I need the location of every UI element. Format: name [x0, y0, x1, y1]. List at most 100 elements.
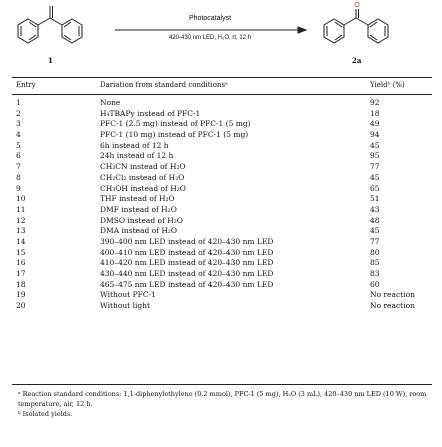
table-row: 17 430–440 nm LED instead of 420–430 nm L… — [0, 269, 442, 280]
product-oxygen-atom: O — [354, 2, 360, 9]
cell-yield: 45 — [370, 226, 380, 236]
table-row: 7 CH₃CN instead of H₂O 77 — [0, 162, 442, 173]
cell-entry: 15 — [16, 247, 26, 257]
cell-variation: 430–440 nm LED instead of 420–430 nm LED — [100, 269, 274, 278]
cell-yield: 45 — [370, 140, 380, 150]
table-row: 1 None 92 — [0, 98, 442, 109]
product-label: 2a — [352, 56, 362, 65]
table-row: 16 410–420 nm LED instead of 420–430 nm L… — [0, 258, 442, 269]
cell-entry: 9 — [16, 183, 21, 193]
cell-yield: 60 — [370, 279, 380, 289]
cell-yield: No reaction — [370, 301, 415, 311]
cell-yield: 92 — [370, 98, 380, 107]
cell-variation: Without PFC-1 — [100, 290, 156, 300]
cell-yield: 85 — [370, 258, 380, 268]
cell-entry: 20 — [16, 301, 26, 311]
cell-entry: 2 — [16, 108, 21, 118]
cell-entry: 11 — [16, 204, 26, 214]
footnote-a: ᵃ Reaction standard conditions: 1,1-diph… — [18, 390, 427, 408]
cell-entry: 7 — [16, 162, 21, 172]
table-row: 2 H₄TBAPy instead of PFC-1 18 — [0, 109, 442, 120]
cell-variation: DMF instead of H₂O — [100, 204, 177, 214]
table-row: 18 465–475 nm LED instead of 420–430 nm L… — [0, 280, 442, 291]
cell-yield: 49 — [370, 119, 380, 129]
cell-entry: 5 — [16, 140, 21, 150]
reaction-scheme: O Photocatalyst 420-430 nm LED, H₂O, rt,… — [0, 0, 442, 70]
cell-entry: 17 — [16, 269, 26, 278]
table-row: 9 CH₃OH instead of H₂O 65 — [0, 184, 442, 195]
table-row: 6 24h instead of 12 h 95 — [0, 151, 442, 162]
cell-variation: 400–410 nm LED instead of 420–430 nm LED — [100, 247, 274, 257]
cell-yield: 51 — [370, 194, 380, 204]
cell-entry: 4 — [16, 130, 21, 140]
cell-variation: CH₂Cl₂ instead of H₂O — [100, 172, 185, 182]
cell-variation: PFC-1 (2.5 mg) instead of PFC-1 (5 mg) — [100, 119, 251, 129]
cell-yield: 80 — [370, 247, 380, 257]
header-entry: Entry — [16, 81, 36, 89]
table-row: 15 400–410 nm LED instead of 420–430 nm L… — [0, 248, 442, 259]
table-row: 12 DMSO instead of H₂O 48 — [0, 216, 442, 227]
cell-variation: 410–420 nm LED instead of 420–430 nm LED — [100, 258, 274, 268]
cell-entry: 13 — [16, 226, 26, 236]
product-structure — [323, 9, 389, 44]
cell-variation: THF instead of H₂O — [100, 194, 175, 204]
cell-variation: DMSO instead of H₂O — [100, 215, 183, 225]
cell-entry: 18 — [16, 279, 26, 289]
table-top-rule — [12, 77, 432, 78]
cell-yield: No reaction — [370, 290, 415, 300]
cell-yield: 45 — [370, 172, 380, 182]
cell-yield: 43 — [370, 204, 380, 214]
cell-variation: H₄TBAPy instead of PFC-1 — [100, 108, 201, 118]
cell-entry: 8 — [16, 172, 21, 182]
conditions-top: Photocatalyst — [188, 15, 232, 22]
cell-variation: 24h instead of 12 h — [100, 151, 174, 161]
cell-variation: CH₃OH instead of H₂O — [100, 183, 186, 193]
cell-variation: PFC-1 (10 mg) instead of PFC-1 (5 mg) — [100, 130, 249, 140]
cell-entry: 14 — [16, 236, 26, 246]
header-variation: Dariation from standard conditionsᵃ — [100, 81, 228, 89]
table-row: 4 PFC-1 (10 mg) instead of PFC-1 (5 mg) 94 — [0, 130, 442, 141]
footnote-b: ᵇ Isolated yields. — [18, 410, 73, 418]
cell-yield: 77 — [370, 162, 380, 172]
table-row: 20 Without light No reaction — [0, 301, 442, 312]
conditions-bottom: 420-430 nm LED, H₂O, rt, 12 h — [168, 35, 252, 41]
cell-variation: 465–475 nm LED instead of 420–430 nm LED — [100, 279, 274, 289]
table-row: 11 DMF instead of H₂O 43 — [0, 205, 442, 216]
cell-variation: 390–400 nm LED instead of 420–430 nm LED — [100, 236, 274, 246]
cell-yield: 18 — [370, 108, 380, 118]
table-row: 3 PFC-1 (2.5 mg) instead of PFC-1 (5 mg) 4… — [0, 119, 442, 130]
table-row: 14 390–400 nm LED instead of 420–430 nm L… — [0, 237, 442, 248]
table-row: 10 THF instead of H₂O 51 — [0, 194, 442, 205]
cell-yield: 95 — [370, 151, 380, 161]
cell-yield: 94 — [370, 130, 380, 140]
table-row: 8 CH₂Cl₂ instead of H₂O 45 — [0, 173, 442, 184]
cell-variation: 6h instead of 12 h — [100, 140, 169, 150]
cell-entry: 16 — [16, 258, 26, 268]
table-row: 5 6h instead of 12 h 45 — [0, 141, 442, 152]
cell-entry: 19 — [16, 290, 26, 300]
cell-yield: 77 — [370, 236, 380, 246]
cell-yield: 83 — [370, 269, 380, 278]
table-bottom-rule — [12, 384, 432, 385]
reactant-structure — [17, 6, 83, 44]
reaction-arrow — [115, 26, 308, 34]
header-yield: Yieldᵇ (%) — [370, 81, 405, 89]
cell-variation: DMA instead of H₂O — [100, 226, 178, 236]
cell-entry: 10 — [16, 194, 26, 204]
cell-yield: 48 — [370, 215, 380, 225]
cell-variation: CH₃CN instead of H₂O — [100, 162, 186, 172]
cell-variation: Without light — [100, 301, 151, 311]
table-header-rule — [12, 94, 432, 95]
cell-yield: 65 — [370, 183, 380, 193]
reaction-scheme-drawing: O — [17, 2, 389, 44]
table-row: 13 DMA instead of H₂O 45 — [0, 226, 442, 237]
cell-entry: 12 — [16, 215, 26, 225]
cell-entry: 6 — [16, 151, 21, 161]
cell-entry: 1 — [16, 98, 21, 107]
cell-variation: None — [100, 98, 121, 107]
reactant-label: 1 — [48, 56, 53, 65]
table-row: 19 Without PFC-1 No reaction — [0, 290, 442, 301]
cell-entry: 3 — [16, 119, 21, 129]
